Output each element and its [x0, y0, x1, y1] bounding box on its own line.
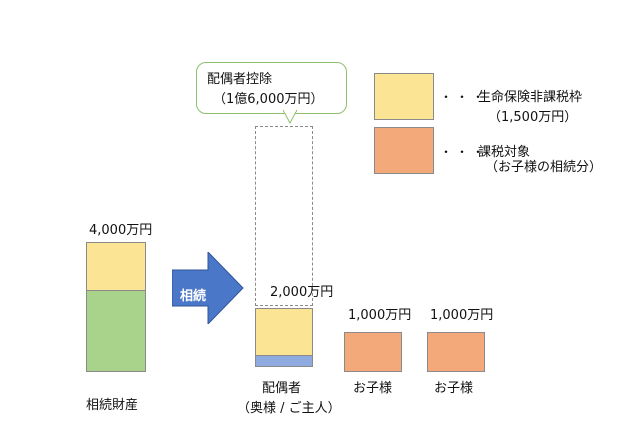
estate-caption: 相続財産 — [86, 398, 139, 413]
arrow-label: 相続 — [180, 289, 207, 304]
legend-sub-life-insurance: （1,500万円） — [488, 110, 578, 125]
estate-amount: 4,000万円 — [89, 223, 153, 238]
spouse-caption: 配偶者 — [262, 381, 302, 396]
spouse-bar-life-insurance — [255, 308, 313, 356]
child-2-bar-taxable — [427, 332, 485, 372]
spouse-caption-sub: （奥様 / ご主人） — [237, 401, 341, 416]
spouse-amount: 2,000万円 — [270, 285, 334, 300]
callout-tail — [283, 110, 297, 124]
child-1-bar-taxable — [344, 332, 402, 372]
legend-sub-taxable: （お子様の相続分） — [485, 160, 603, 175]
legend-swatch-life-insurance — [374, 73, 434, 120]
estate-bar-life-insurance — [86, 242, 146, 291]
callout-title: 配偶者控除 — [207, 72, 273, 87]
deduction-dashed-outline — [255, 126, 313, 306]
inheritance-arrow-icon — [172, 252, 244, 324]
callout-amount: （1億6,000万円） — [213, 92, 324, 107]
spouse-bar-base — [255, 355, 313, 367]
child-2-amount: 1,000万円 — [430, 308, 494, 323]
legend-label-life-insurance: 生命保険非課税枠 — [478, 90, 583, 105]
legend-dots: ・・・ — [440, 145, 489, 159]
child-2-caption: お子様 — [434, 381, 474, 396]
estate-bar-other-assets — [86, 290, 146, 372]
legend-dots: ・・・ — [440, 90, 489, 104]
child-1-amount: 1,000万円 — [348, 308, 412, 323]
deduction-callout — [196, 62, 347, 114]
legend-label-taxable: 課税対象 — [478, 145, 531, 160]
child-1-caption: お子様 — [353, 381, 393, 396]
legend-swatch-taxable — [374, 127, 434, 174]
